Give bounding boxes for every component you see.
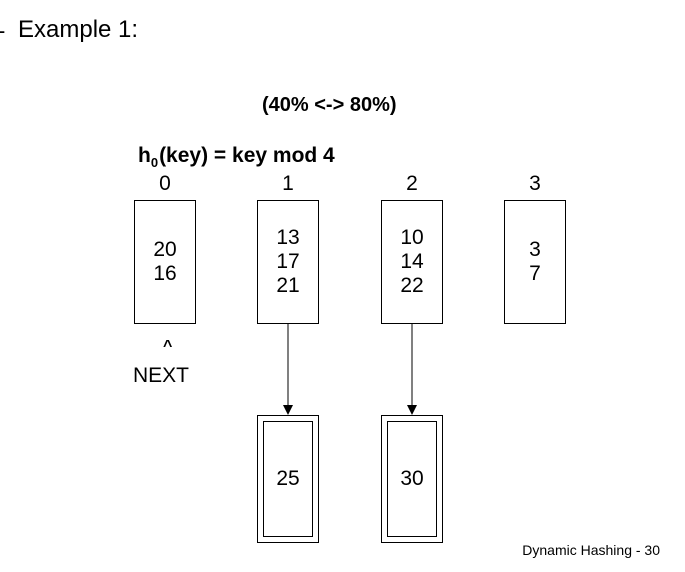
hash-function-subscript: 0 bbox=[150, 155, 159, 170]
bucket-1: 13 17 21 bbox=[257, 200, 319, 324]
bucket-index-3: 3 bbox=[529, 172, 541, 195]
load-factor-range: (40% <-> 80%) bbox=[262, 94, 397, 116]
bucket-1-value: 17 bbox=[276, 250, 300, 273]
bucket-1-value: 21 bbox=[276, 274, 300, 297]
bullet-mark: - bbox=[0, 18, 5, 44]
bucket-2: 10 14 22 bbox=[381, 200, 443, 324]
slide-footer: Dynamic Hashing - 30 bbox=[522, 542, 660, 558]
overflow-bucket-2-value: 30 bbox=[387, 421, 437, 537]
overflow-bucket-1-value: 25 bbox=[263, 421, 313, 537]
overflow-bucket-1: 25 bbox=[257, 415, 319, 543]
bucket-3-value: 3 bbox=[529, 238, 541, 261]
hash-function-name: h bbox=[138, 144, 151, 167]
arrowhead-icon bbox=[407, 405, 417, 415]
next-pointer-label: NEXT bbox=[133, 364, 190, 387]
bucket-3: 3 7 bbox=[504, 200, 566, 324]
hash-function-body: (key) = key mod 4 bbox=[159, 144, 335, 167]
bucket-index-1: 1 bbox=[282, 172, 294, 195]
bucket-2-value: 10 bbox=[400, 226, 424, 249]
next-pointer-caret: ^ bbox=[163, 338, 173, 355]
bucket-1-value: 13 bbox=[276, 226, 300, 249]
bucket-0-value: 16 bbox=[153, 262, 177, 285]
bucket-0-value: 20 bbox=[153, 238, 177, 261]
bucket-3-value: 7 bbox=[529, 262, 541, 285]
bucket-2-value: 14 bbox=[400, 250, 424, 273]
bucket-0: 20 16 bbox=[134, 200, 196, 324]
hash-function: h0(key) = key mod 4 bbox=[138, 144, 335, 170]
overflow-bucket-2: 30 bbox=[381, 415, 443, 543]
bucket-2-value: 22 bbox=[400, 274, 424, 297]
arrowhead-icon bbox=[283, 405, 293, 415]
bucket-index-2: 2 bbox=[406, 172, 418, 195]
example-heading: Example 1: bbox=[18, 16, 139, 43]
bucket-index-0: 0 bbox=[159, 172, 171, 195]
